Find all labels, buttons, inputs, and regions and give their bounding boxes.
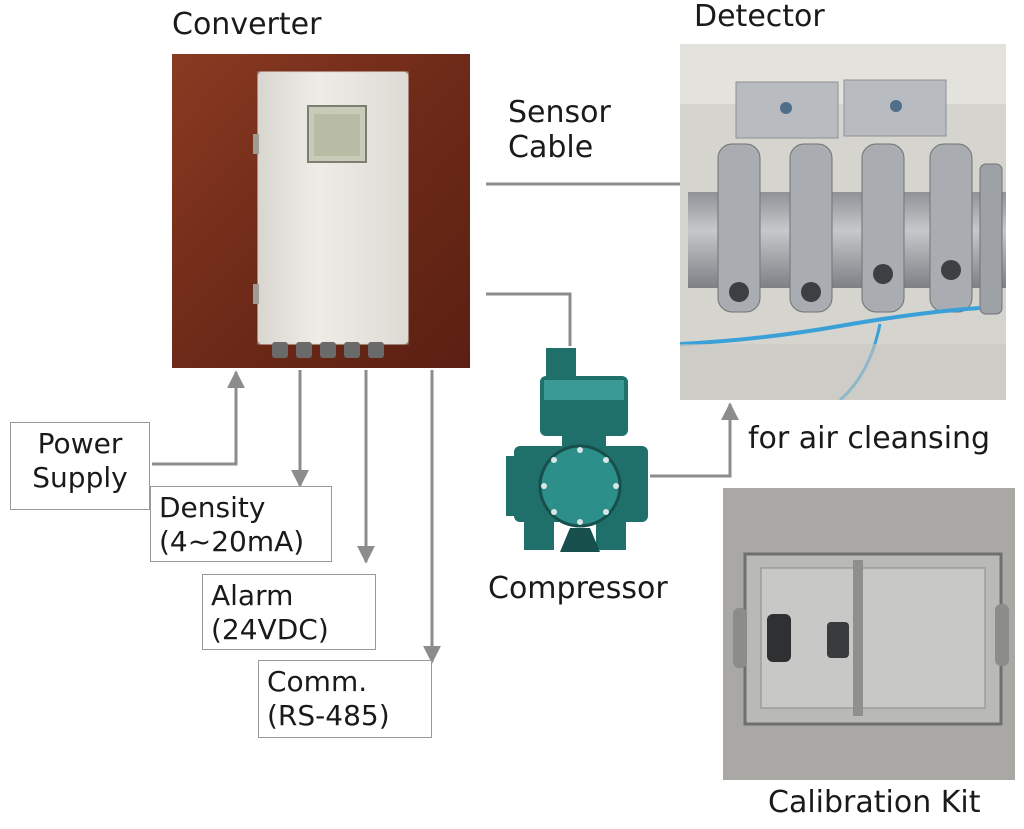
calibration-kit-label: Calibration Kit — [768, 785, 981, 820]
density-box: Density (4~20mA) — [150, 486, 332, 562]
compressor-image — [500, 346, 650, 572]
detector-label: Detector — [694, 0, 825, 34]
compressor-label: Compressor — [488, 571, 668, 606]
power-supply-line — [152, 370, 245, 466]
alarm-line1: Alarm — [211, 579, 294, 612]
sensor-cable-label-line2: Cable — [508, 129, 594, 165]
power-supply-line2: Supply — [32, 461, 128, 494]
converter-label: Converter — [172, 7, 322, 42]
sensor-cable-label: Sensor Cable — [508, 95, 611, 165]
comm-line1: Comm. — [267, 665, 368, 698]
air-cleansing-label: for air cleansing — [748, 421, 991, 456]
alarm-line2: (24VDC) — [211, 613, 329, 646]
power-supply-line1: Power — [37, 427, 123, 460]
air-line-converter-to-compressor — [486, 292, 572, 346]
detector-photo — [680, 44, 1006, 400]
calibration-kit-photo — [723, 488, 1015, 780]
density-line1: Density — [159, 491, 266, 524]
comm-box: Comm. (RS-485) — [258, 660, 432, 738]
power-supply-box: Power Supply — [10, 422, 150, 510]
sensor-cable-label-line1: Sensor — [508, 95, 611, 130]
air-line-compressor-to-detector — [650, 402, 739, 478]
converter-photo — [172, 54, 470, 368]
comm-line2: (RS-485) — [267, 699, 390, 732]
density-line2: (4~20mA) — [159, 525, 305, 558]
alarm-box: Alarm (24VDC) — [202, 574, 376, 650]
